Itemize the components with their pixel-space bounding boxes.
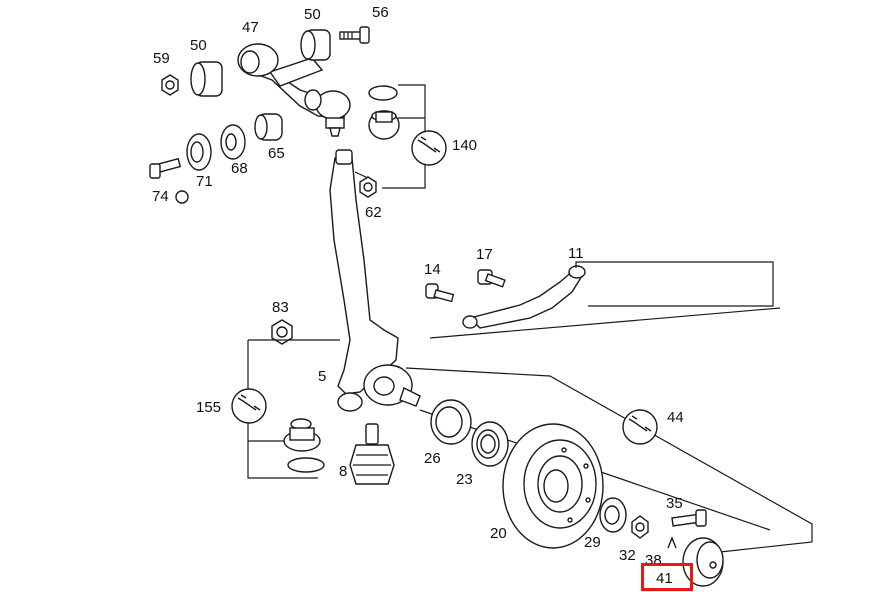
upper-control-arm [237, 43, 351, 137]
label-part-155: 155 [196, 399, 222, 416]
label-part-50-left: 50 [190, 37, 207, 54]
label-part-14: 14 [424, 261, 441, 278]
bolt-74 [149, 157, 189, 204]
washer-68 [220, 124, 246, 160]
bracket-kit-140 [368, 84, 426, 189]
bushing-65 [254, 113, 283, 141]
label-part-35: 35 [666, 495, 683, 512]
label-part-26: 26 [424, 450, 441, 467]
wrench-icon [622, 409, 658, 445]
hub-cap-41 [682, 537, 724, 587]
bushing-155 [283, 418, 325, 473]
label-part-50-top: 50 [304, 6, 321, 23]
label-part-41: 41 [656, 570, 673, 587]
steering-knuckle [329, 149, 421, 412]
bushing-50-left [190, 61, 223, 97]
wrench-icon [411, 130, 447, 166]
label-part-68: 68 [231, 160, 248, 177]
label-part-11: 11 [568, 245, 584, 262]
label-part-32: 32 [619, 547, 636, 564]
bolt-14 [425, 283, 455, 303]
label-part-8: 8 [339, 463, 348, 480]
label-part-44: 44 [667, 409, 684, 426]
nut-59 [161, 74, 179, 96]
label-part-23: 23 [456, 471, 473, 488]
bolt-35 [671, 509, 707, 527]
wrench-icon [231, 388, 267, 424]
nut-62 [359, 176, 377, 198]
clip-38 [667, 536, 677, 549]
steering-arm [429, 261, 781, 339]
label-part-59: 59 [153, 50, 170, 67]
brake-disc [502, 423, 604, 549]
label-part-74: 74 [152, 188, 169, 205]
seal-26 [430, 399, 472, 445]
bearing-29 [599, 497, 627, 533]
label-part-56: 56 [372, 4, 389, 21]
label-part-65: 65 [268, 145, 285, 162]
washer-71 [186, 133, 212, 171]
highlight-box-part-41 [641, 563, 693, 591]
label-part-62: 62 [365, 204, 382, 221]
ball-joint [349, 423, 395, 485]
bolt-56 [339, 26, 370, 44]
label-part-5: 5 [318, 368, 327, 385]
nut-83 [271, 319, 293, 345]
label-part-47: 47 [242, 19, 259, 36]
label-part-20: 20 [490, 525, 507, 542]
nut-32 [631, 515, 649, 539]
label-part-71: 71 [196, 173, 213, 190]
label-part-17: 17 [476, 246, 493, 263]
bearing-23 [471, 421, 509, 467]
label-part-29: 29 [584, 534, 601, 551]
label-part-83: 83 [272, 299, 289, 316]
label-part-140: 140 [452, 137, 478, 154]
bolt-17 [477, 269, 506, 288]
bushing-50-top [300, 29, 331, 61]
